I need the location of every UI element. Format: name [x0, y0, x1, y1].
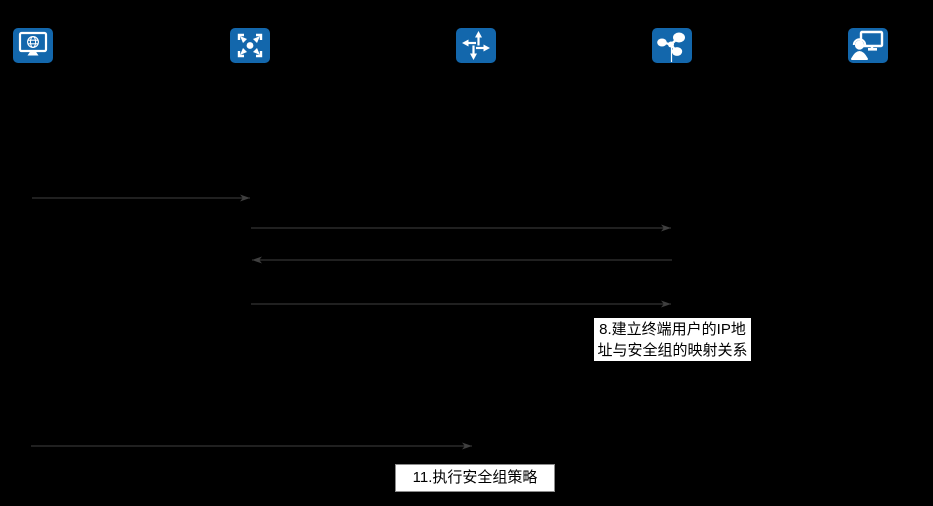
controller-icon	[652, 28, 692, 63]
note-step8: 8.建立终端用户的IP地 址与安全组的映射关系	[594, 318, 751, 361]
controller-glyph	[657, 32, 685, 62]
note-step11: 11.执行安全组策略	[395, 464, 555, 492]
switch-glyph	[237, 33, 263, 58]
router-icon	[456, 28, 496, 63]
note-step8-line2: 址与安全组的映射关系	[597, 342, 748, 359]
admin-console-glyph	[851, 30, 884, 60]
switch-icon	[230, 28, 270, 63]
admin-console-icon	[848, 28, 888, 63]
monitor-globe-glyph	[18, 31, 48, 56]
router-glyph	[462, 31, 490, 60]
note-step8-line1: 8.建立终端用户的IP地	[599, 321, 746, 338]
internet-terminal-icon	[13, 28, 53, 63]
